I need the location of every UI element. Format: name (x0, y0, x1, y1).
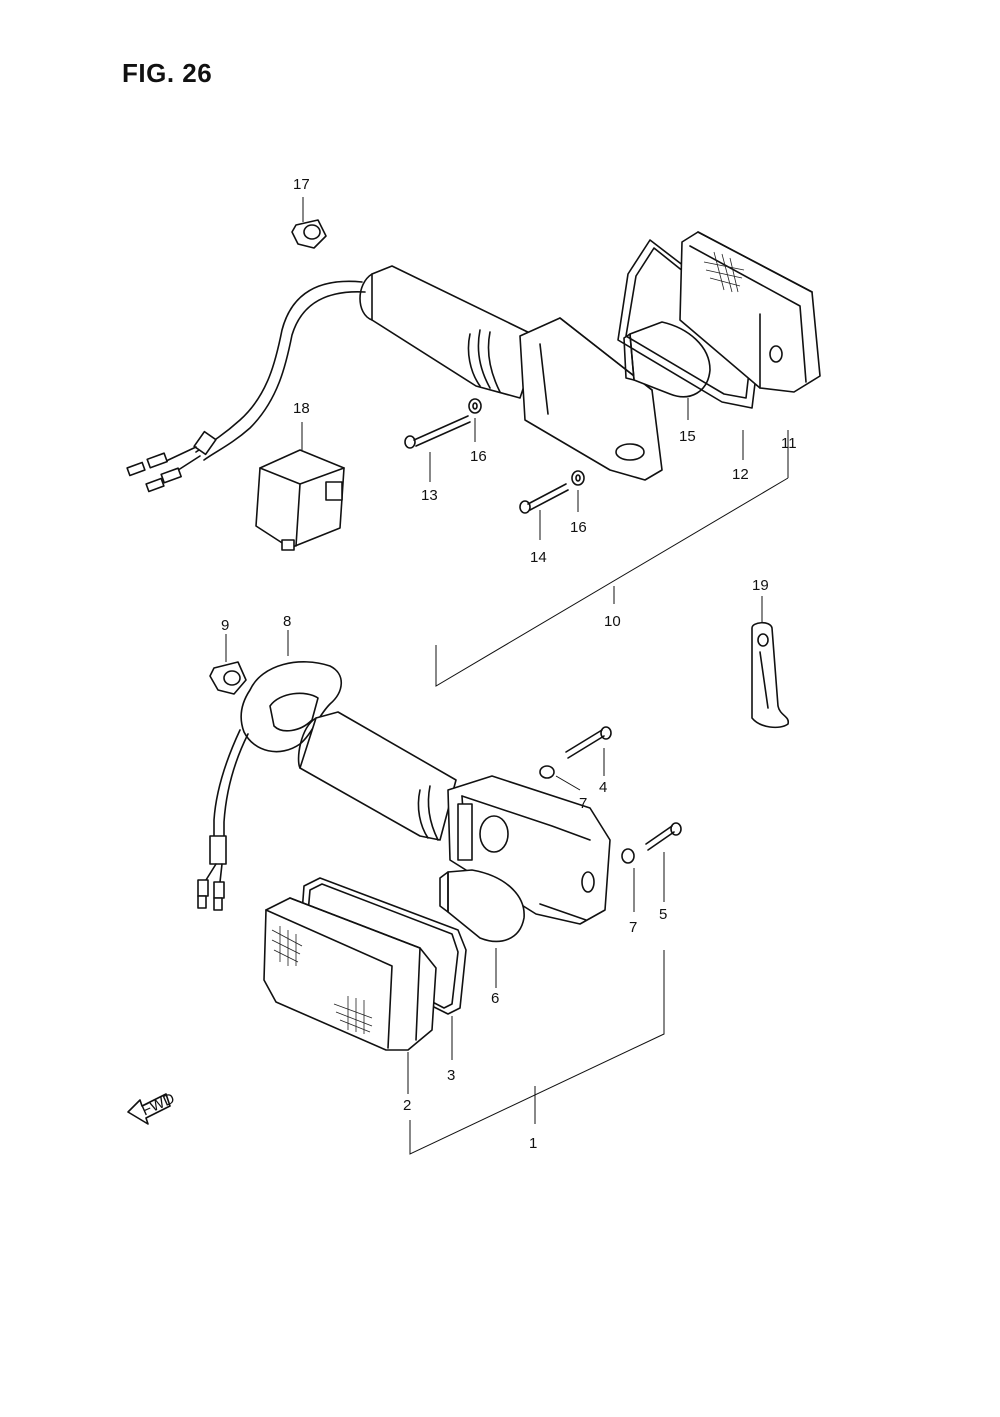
callout-11: 11 (781, 435, 797, 452)
part-7-washer-b (621, 848, 635, 912)
callout-4: 4 (599, 779, 607, 796)
fwd-label: FWD (139, 1090, 177, 1119)
part-19-strap (751, 596, 790, 729)
part-12-gasket-upper (617, 239, 763, 409)
assembly-10-bracket (435, 398, 789, 687)
lower-stalk-body (297, 711, 611, 925)
callout-17: 17 (293, 176, 310, 193)
callout-3: 3 (447, 1067, 455, 1084)
part-7-washer-a (539, 765, 581, 791)
part-13-screw (404, 415, 471, 482)
callout-1: 1 (529, 1135, 537, 1152)
callout-labels: 17 18 13 16 14 16 15 12 11 10 19 9 8 4 7… (221, 176, 797, 1152)
callout-7a: 7 (579, 795, 587, 812)
callout-14: 14 (530, 549, 547, 566)
part-6-bulb-lower (439, 869, 525, 988)
figure-title: FIG. 26 (122, 58, 213, 88)
callout-9: 9 (221, 617, 229, 634)
callout-19: 19 (752, 577, 769, 594)
part-5-screw (645, 822, 682, 902)
part-16-washer-b (571, 470, 585, 512)
part-2-lens-lower (263, 897, 437, 1094)
upper-wire (126, 280, 366, 493)
callout-13: 13 (421, 487, 438, 504)
callout-6: 6 (491, 990, 499, 1007)
upper-stalk-body (359, 265, 663, 481)
callout-7b: 7 (629, 919, 637, 936)
part-16-washer-a (468, 398, 482, 442)
callout-18: 18 (293, 400, 310, 417)
callout-5: 5 (659, 906, 667, 923)
callout-16b: 16 (570, 519, 587, 536)
part-15-bulb-upper (623, 321, 711, 398)
callout-2: 2 (403, 1097, 411, 1114)
fwd-arrow-icon: FWD (127, 1090, 177, 1125)
callout-10: 10 (604, 613, 621, 630)
callout-16a: 16 (470, 448, 487, 465)
part-17-nut (291, 197, 327, 249)
part-18-relay (255, 422, 345, 551)
part-4-screw (565, 726, 612, 776)
part-14-screw (519, 483, 569, 540)
assembly-1-bracket (409, 950, 665, 1155)
callout-15: 15 (679, 428, 696, 445)
callout-8: 8 (283, 613, 291, 630)
part-11-lens-upper (679, 231, 821, 393)
lower-wire (197, 729, 249, 911)
part-9-nut (209, 634, 247, 695)
callout-12: 12 (732, 466, 749, 483)
